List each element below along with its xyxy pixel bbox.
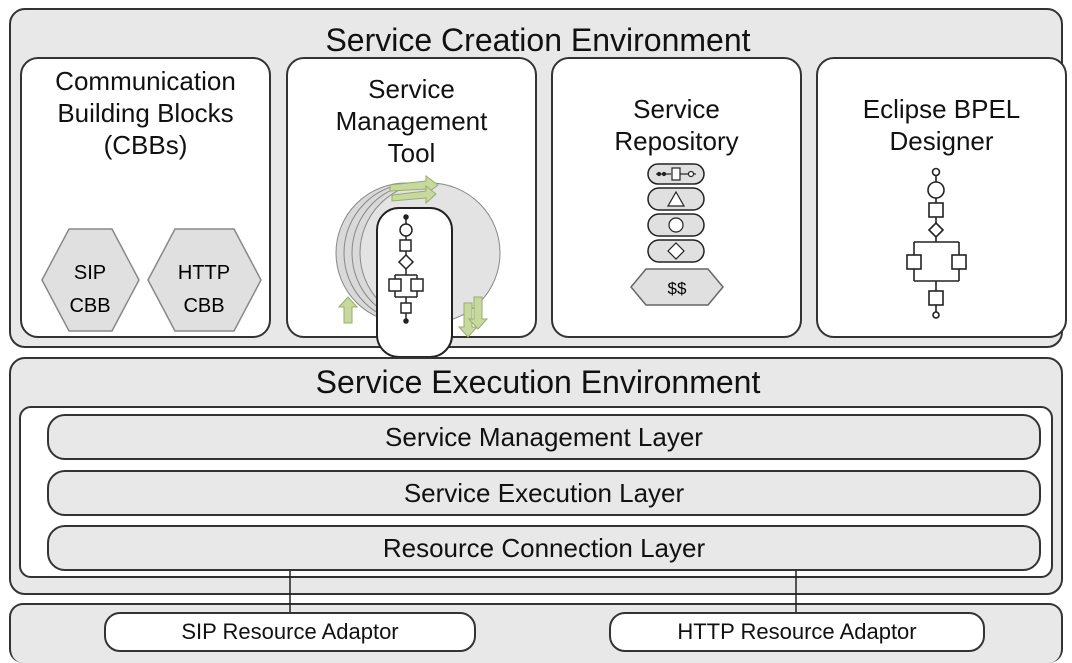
http-resource-adaptor: HTTP Resource Adaptor xyxy=(609,612,985,652)
cbb-hexagons: SIP CBB HTTP CBB xyxy=(41,228,262,332)
workflow-icon xyxy=(388,214,424,324)
service-management-layer: Service Management Layer xyxy=(47,414,1041,460)
eclipse-bpel-designer-panel: Eclipse BPEL Designer xyxy=(816,57,1067,338)
cbb-panel: Communication Building Blocks (CBBs) SIP… xyxy=(20,57,271,338)
service-repository-title: Service Repository xyxy=(614,94,739,156)
dollar-token-label: $$ xyxy=(668,279,687,298)
repository-stack-icon: $$ xyxy=(630,163,724,306)
service-execution-layer: Service Execution Layer xyxy=(47,470,1041,516)
http-cbb-hexagon xyxy=(147,228,262,332)
service-management-tool-panel: Service Management Tool xyxy=(286,57,537,387)
bpel-workflow-icon xyxy=(906,167,967,319)
http-cbb-label-line1: HTTP xyxy=(178,262,230,284)
http-cbb-label-line2: CBB xyxy=(183,295,224,317)
service-management-tool-title: Service Management Tool xyxy=(335,74,488,168)
cbb-panel-title: Communication Building Blocks (CBBs) xyxy=(55,66,236,160)
resource-connection-layer: Resource Connection Layer xyxy=(47,525,1041,571)
sip-cbb-label-line1: SIP xyxy=(74,262,106,284)
eclipse-bpel-designer-title: Eclipse BPEL Designer xyxy=(862,94,1021,156)
sip-resource-adaptor: SIP Resource Adaptor xyxy=(104,612,476,652)
service-repository-panel: Service Repository $$ xyxy=(551,57,802,338)
service-creation-environment-title: Service Creation Environment xyxy=(325,22,751,58)
service-execution-environment-title: Service Execution Environment xyxy=(315,364,761,400)
management-cycle-icon xyxy=(335,175,501,387)
sip-cbb-hexagon xyxy=(41,228,140,332)
dollar-token-hexagon xyxy=(630,268,724,306)
sip-cbb-label-line2: CBB xyxy=(69,295,110,317)
